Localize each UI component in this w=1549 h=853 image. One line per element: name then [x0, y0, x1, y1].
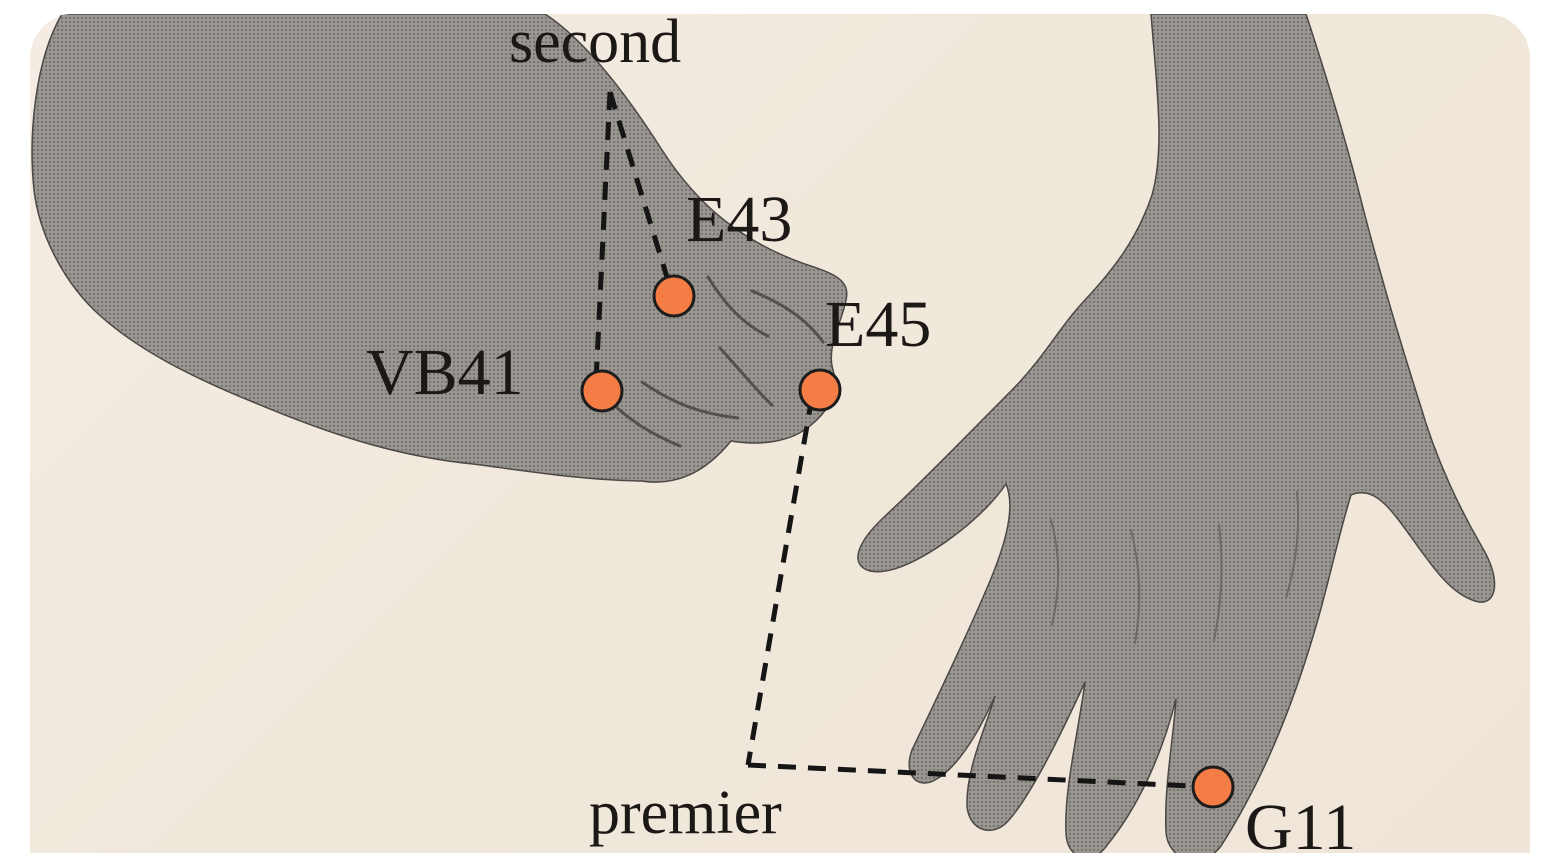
label-vb41: VB41 [366, 336, 524, 409]
label-g11: G11 [1245, 791, 1356, 853]
label-premier: premier [589, 779, 782, 847]
label-e45: E45 [825, 288, 931, 361]
point-vb41 [582, 371, 622, 411]
hand-illustration [858, 14, 1495, 853]
point-g11 [1193, 767, 1233, 807]
point-e43 [654, 276, 694, 316]
leader-e45-to-premier [748, 397, 812, 765]
label-e43: E43 [686, 183, 792, 256]
point-e45 [800, 370, 840, 410]
label-second: second [509, 8, 681, 76]
